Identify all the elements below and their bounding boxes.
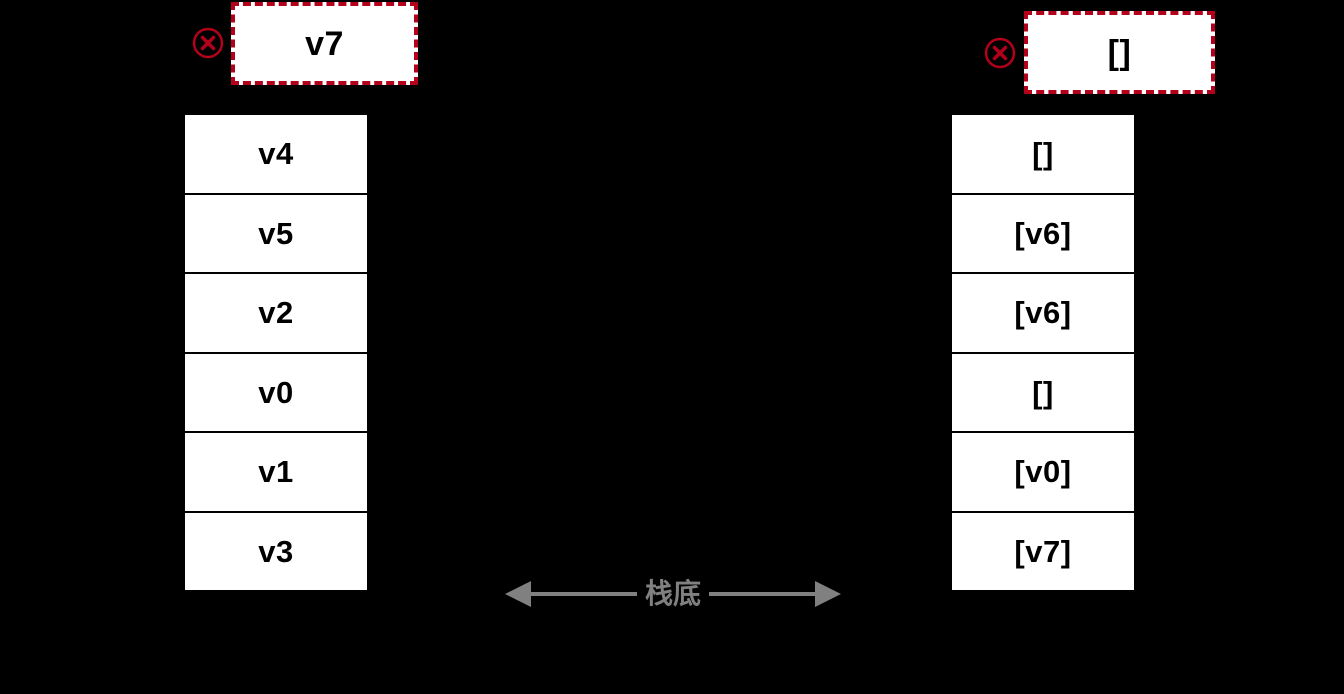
stack-cell-label: [v7] (1014, 533, 1072, 569)
stack-cell[interactable]: v3 (185, 512, 367, 590)
stack-cell[interactable]: [v0] (952, 433, 1134, 513)
stack-cell[interactable]: [v6] (952, 274, 1134, 354)
stack-cell-label: [v6] (1014, 215, 1072, 251)
stack-cell[interactable]: v1 (185, 433, 367, 513)
stack-cell-label: v2 (258, 295, 294, 331)
stack-cell-label: v1 (258, 454, 294, 490)
stack-cell[interactable]: [v7] (952, 512, 1134, 590)
stack-cell[interactable]: v5 (185, 194, 367, 274)
stack-cell-label: [] (1032, 374, 1054, 410)
stack-cell[interactable]: [] (952, 115, 1134, 195)
stack-cell-label: [] (1032, 136, 1054, 172)
stack-cell[interactable]: v2 (185, 274, 367, 354)
stack-cell[interactable]: v4 (185, 115, 367, 195)
x-circle-icon-left (192, 27, 224, 59)
stack-cell[interactable]: [v6] (952, 194, 1134, 274)
pending-element-right-label: [] (1107, 33, 1132, 72)
list-stack: [] [v6] [v6] [] [v0] [v7] (950, 113, 1136, 592)
stack-cell[interactable]: [] (952, 353, 1134, 433)
stack-cell-label: v3 (258, 533, 294, 569)
pending-element-left-label: v7 (305, 24, 344, 63)
stack-bottom-label: 栈底 (636, 580, 709, 608)
pending-element-right[interactable]: [] (1024, 11, 1215, 94)
stack-cell-label: v5 (258, 215, 294, 251)
stack-cell-label: v0 (258, 374, 294, 410)
stack-cell-label: v4 (258, 136, 294, 172)
stack-cell-label: [v0] (1014, 454, 1072, 490)
pending-element-left[interactable]: v7 (231, 2, 418, 85)
stack-bottom-annotation: 栈底 (505, 572, 841, 616)
value-stack: v4 v5 v2 v0 v1 v3 (183, 113, 369, 592)
stack-cell[interactable]: v0 (185, 353, 367, 433)
x-circle-icon-right (984, 37, 1016, 69)
stack-cell-label: [v6] (1014, 295, 1072, 331)
